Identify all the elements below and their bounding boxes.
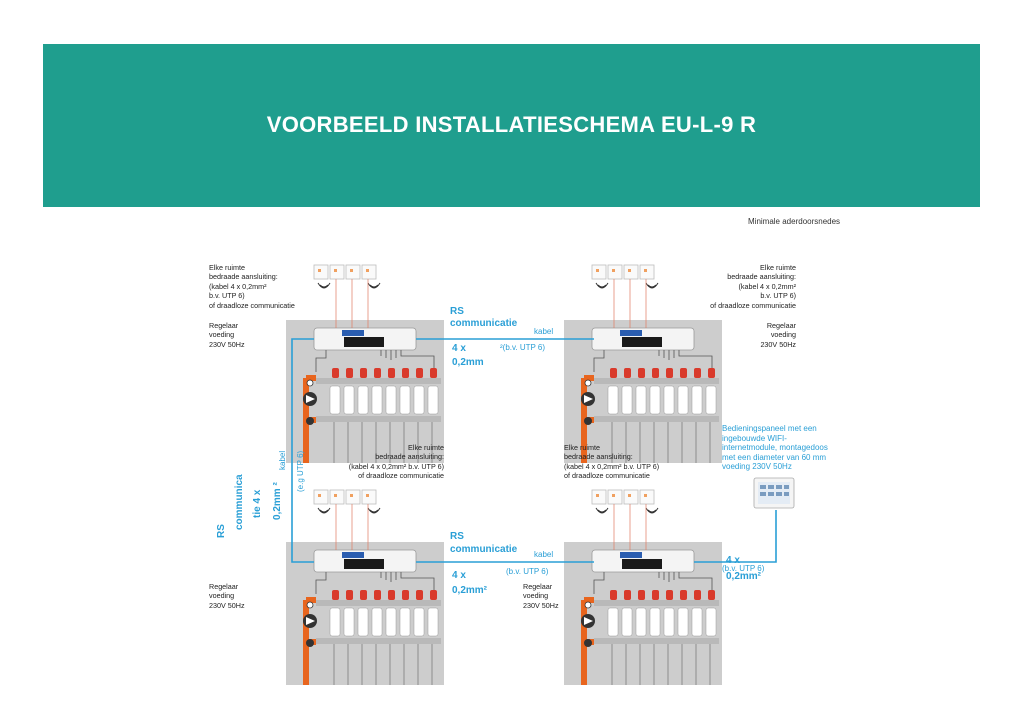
rs-label-top: RS bbox=[450, 306, 464, 317]
manifold-unit-top-left bbox=[286, 320, 444, 463]
header-banner: VOORBEELD INSTALLATIESCHEMA EU-L-9 R bbox=[43, 44, 980, 207]
rs-communicatie-bottom: communicatie bbox=[450, 544, 518, 555]
room-sensors-top-right bbox=[591, 264, 659, 289]
rs-vertical-mm: 0,2mm ² bbox=[272, 482, 283, 520]
control-panel-icon bbox=[753, 477, 795, 509]
sensor-wires bbox=[335, 279, 647, 550]
controller-text-bottom-right: Regelaar voeding 230V 50Hz bbox=[523, 582, 559, 610]
rs-communicatie-top: communicatie bbox=[450, 318, 518, 329]
room-text-bottom-right: Elke ruimte bedraade aansluiting: (kabel… bbox=[564, 443, 660, 481]
control-panel-text: Bedieningspaneel met een ingebouwde WIFI… bbox=[722, 424, 828, 472]
rs-label-vertical: RS bbox=[216, 524, 227, 538]
controller-text-bottom-left: Regelaar voeding 230V 50Hz bbox=[209, 582, 245, 610]
room-text-bottom-left: Elke ruimte bedraade aansluiting: (kabel… bbox=[348, 443, 444, 481]
rs-size-mm2-bottom: 0,2mm² bbox=[452, 585, 488, 596]
rs-vertical-eg: (e.g UTP 6) bbox=[296, 450, 305, 492]
rs-size-4x-right: 4 x bbox=[726, 555, 740, 566]
rs-size-4x-top: 4 x bbox=[452, 343, 466, 354]
room-text-top-right: Elke ruimte bedraade aansluiting: (kabel… bbox=[710, 263, 796, 310]
manifold-unit-bottom-right bbox=[564, 542, 722, 685]
room-text-top-left: Elke ruimte bedraade aansluiting: (kabel… bbox=[209, 263, 295, 310]
min-cross-section-note: Minimale aderdoorsnedes bbox=[748, 217, 841, 226]
rs-size-4x-bottom: 4 x bbox=[452, 570, 466, 581]
rs-utp-top: ²(b.v. UTP 6) bbox=[500, 343, 546, 352]
rs-vertical-kabel: kabel bbox=[278, 450, 287, 470]
room-sensors-top-left bbox=[313, 264, 381, 289]
rs-kabel-bottom: kabel bbox=[534, 550, 554, 559]
rs-communication-cable bbox=[291, 338, 777, 563]
controller-text-top-left: Regelaar voeding 230V 50Hz bbox=[209, 321, 245, 349]
rs-size-mm2-right: 0,2mm² bbox=[726, 571, 762, 582]
room-sensors-bottom-left bbox=[313, 489, 381, 514]
rs-size-mm-top: 0,2mm bbox=[452, 357, 484, 368]
rs-label-bottom: RS bbox=[450, 531, 464, 542]
rs-kabel-top: kabel bbox=[534, 327, 554, 336]
controller-text-top-right: Regelaar voeding 230V 50Hz bbox=[760, 321, 796, 349]
room-sensors-bottom-right bbox=[591, 489, 659, 514]
manifold-unit-top-right bbox=[564, 320, 722, 463]
page-title: VOORBEELD INSTALLATIESCHEMA EU-L-9 R bbox=[266, 111, 757, 137]
rs-vertical-tie: tie 4 x bbox=[252, 489, 263, 518]
rs-vertical-communica: communica bbox=[234, 474, 245, 530]
manifold-unit-bottom-left bbox=[286, 542, 444, 685]
rs-utp-bottom: (b.v. UTP 6) bbox=[506, 567, 549, 576]
rs-utp-right: (b.v. UTP 6) bbox=[722, 564, 765, 573]
